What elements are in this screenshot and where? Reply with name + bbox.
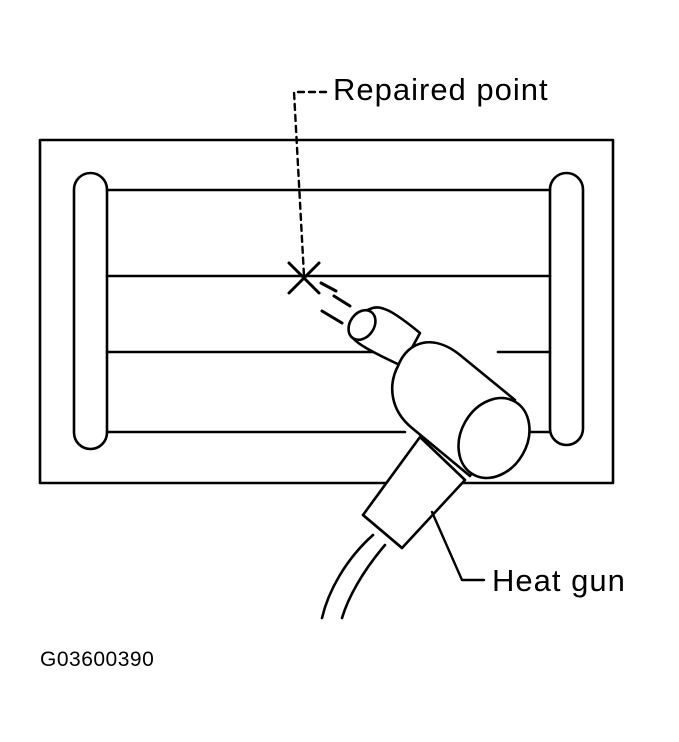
- heat-gun-handle-joint: [361, 513, 404, 550]
- right-bus-bar: [548, 171, 585, 447]
- repaired-point-leader: [292, 90, 328, 278]
- heat-gun-cord: [320, 533, 375, 620]
- left-bus-bar: [72, 171, 109, 451]
- heat-gun-cord: [340, 543, 387, 620]
- heat-gun-leader: [430, 510, 486, 582]
- heat-gun-label: Heat gun: [492, 563, 626, 598]
- heat-gun-nozzle-tip: [347, 308, 377, 342]
- repaired-point-mark: [287, 261, 321, 295]
- heat-stream-dashes: [319, 281, 352, 325]
- defogger-filaments: [105, 188, 552, 434]
- heat-gun-rear-cap: [457, 396, 531, 480]
- figure-code: G03600390: [40, 648, 155, 671]
- repaired-point-label: Repaired point: [333, 72, 549, 107]
- window-glass-outline: [38, 138, 615, 485]
- heat-gun: [320, 306, 531, 620]
